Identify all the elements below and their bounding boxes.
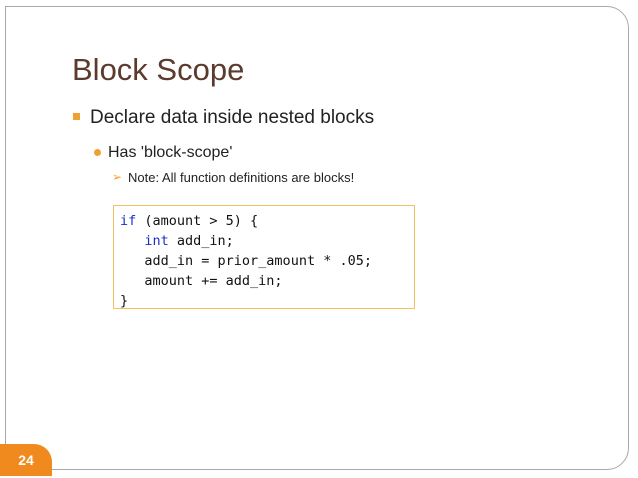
- code-line: }: [120, 291, 414, 311]
- code-text: amount += add_in;: [144, 273, 283, 289]
- code-indent: [120, 253, 144, 269]
- code-line: add_in = prior_amount * .05;: [120, 251, 414, 271]
- code-indent: [120, 273, 144, 289]
- arrowhead-bullet-icon: ➢: [112, 170, 123, 184]
- code-line: if (amount > 5) {: [120, 211, 414, 231]
- bullet-level1-text: Declare data inside nested blocks: [90, 107, 375, 128]
- code-snippet: if (amount > 5) { int add_in; add_in = p…: [113, 205, 415, 309]
- round-bullet-icon: [94, 149, 101, 156]
- code-text: }: [120, 293, 129, 309]
- code-indent: [120, 233, 144, 249]
- bullet-level2: Has 'block-scope': [94, 145, 232, 161]
- bullet-level1: Declare data inside nested blocks: [72, 108, 374, 127]
- slide-title: Block Scope: [72, 52, 245, 87]
- code-text: add_in;: [168, 233, 234, 249]
- bullet-level3-text: Note: All function definitions are block…: [128, 170, 355, 185]
- page-number-badge: 24: [0, 444, 52, 476]
- code-text: add_in = prior_amount * .05;: [144, 253, 372, 269]
- code-keyword: int: [144, 233, 169, 249]
- slide-frame: [5, 6, 629, 470]
- code-line: int add_in;: [120, 231, 414, 251]
- bullet-level2-text: Has 'block-scope': [108, 144, 233, 161]
- code-line: amount += add_in;: [120, 271, 414, 291]
- code-text: (amount > 5) {: [136, 213, 259, 229]
- square-bullet-icon: [73, 113, 80, 120]
- code-keyword: if: [120, 213, 137, 229]
- bullet-level3: ➢ Note: All function definitions are blo…: [112, 171, 354, 184]
